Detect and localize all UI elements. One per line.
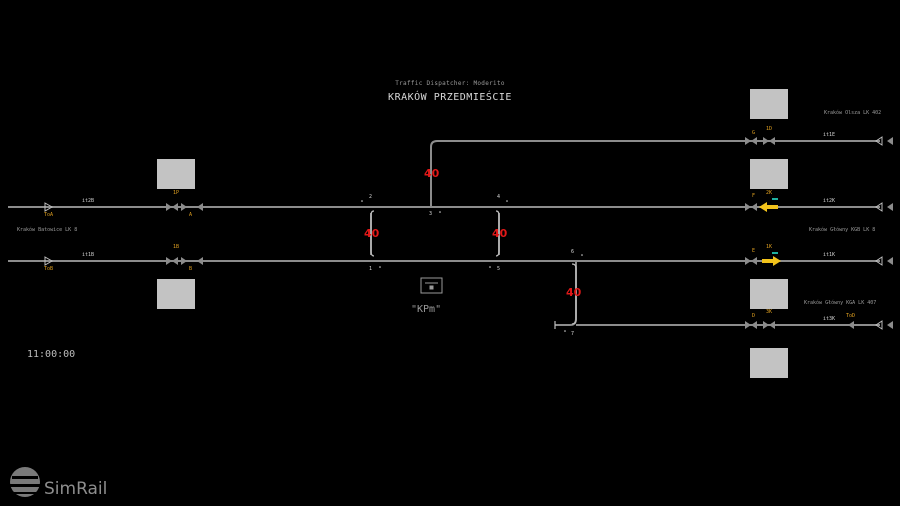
signal-a: [197, 203, 203, 211]
neighbor-right-bottom: Kraków Główny KGA LK 407: [804, 300, 877, 306]
signal-code-e: 1K: [766, 244, 773, 250]
route-arrow-f: [759, 202, 778, 212]
signal-label-a[interactable]: A: [189, 212, 193, 218]
signal-label-toA[interactable]: ToA: [44, 212, 54, 218]
simrail-logo-text: SimRail: [44, 479, 108, 499]
signal-1b-pair: [166, 257, 187, 265]
speed-limit: 40: [566, 286, 582, 299]
signal-1p-pair: [166, 203, 187, 211]
track-label[interactable]: it3K: [823, 316, 836, 322]
track-label[interactable]: it2B: [82, 198, 95, 204]
dispatcher-line: Traffic Dispatcher: Moderito: [395, 80, 505, 87]
indicator-e: [772, 252, 778, 254]
track-olsza-branch: [430, 140, 880, 207]
block-box-f: [750, 159, 788, 189]
signal-toA: [44, 202, 54, 212]
speed-limit: 40: [364, 227, 380, 240]
signal-label-toB[interactable]: ToB: [44, 266, 54, 272]
signal-label-toD[interactable]: ToD: [846, 313, 856, 319]
signal-label-b[interactable]: B: [189, 266, 193, 272]
block-box-d: [750, 348, 788, 378]
signal-b: [197, 257, 203, 265]
signal-d: [745, 321, 757, 329]
track-label[interactable]: it1K: [823, 252, 836, 258]
neighbor-right-top: Kraków Olsza LK 402: [824, 110, 882, 116]
station-code: "KPm": [411, 304, 442, 315]
speed-limit: 40: [492, 227, 508, 240]
station-terminal-icon: [420, 277, 443, 294]
signal-label-1b[interactable]: 1B: [173, 244, 180, 250]
signal-label-g[interactable]: G: [752, 130, 756, 136]
signal-g: [745, 137, 757, 145]
signal-label-f[interactable]: F: [752, 193, 756, 199]
switch-label[interactable]: 6: [571, 249, 575, 255]
switch-label[interactable]: 4: [497, 194, 501, 200]
block-box-1p: [157, 159, 195, 189]
signal-f: [745, 203, 757, 211]
block-box-g: [750, 89, 788, 119]
switch-label[interactable]: 2: [369, 194, 373, 200]
switch-label[interactable]: 1: [369, 266, 373, 272]
track-label[interactable]: it1B: [82, 252, 95, 258]
speed-limit: 40: [424, 167, 440, 180]
switch-label[interactable]: 3: [429, 211, 433, 217]
route-arrow-e: [762, 256, 781, 266]
signal-code-d: 3K: [766, 309, 773, 315]
switch-label[interactable]: 5: [497, 266, 501, 272]
clock: 11:00:00: [27, 349, 76, 360]
signal-label-d[interactable]: D: [752, 313, 756, 319]
indicator-f: [772, 198, 778, 200]
switch-label[interactable]: 7: [571, 331, 575, 337]
track-label[interactable]: it1E: [823, 132, 836, 138]
block-box-1b: [157, 279, 195, 309]
signal-toB: [44, 256, 54, 266]
signal-label-1p[interactable]: 1P: [173, 190, 180, 196]
block-box-e: [750, 279, 788, 309]
track-label[interactable]: it2K: [823, 198, 836, 204]
signal-label-e[interactable]: E: [752, 248, 756, 254]
signal-code-f: 2K: [766, 190, 773, 196]
signal-e: [745, 257, 757, 265]
neighbor-left: Kraków Batowice LK 8: [17, 227, 78, 233]
neighbor-right-mid: Kraków Główny KGB LK 8: [809, 227, 876, 233]
station-title: KRAKÓW PRZEDMIEŚCIE: [388, 92, 512, 103]
simrail-logo-icon: [10, 467, 40, 497]
signal-code-g: 1D: [766, 126, 773, 132]
